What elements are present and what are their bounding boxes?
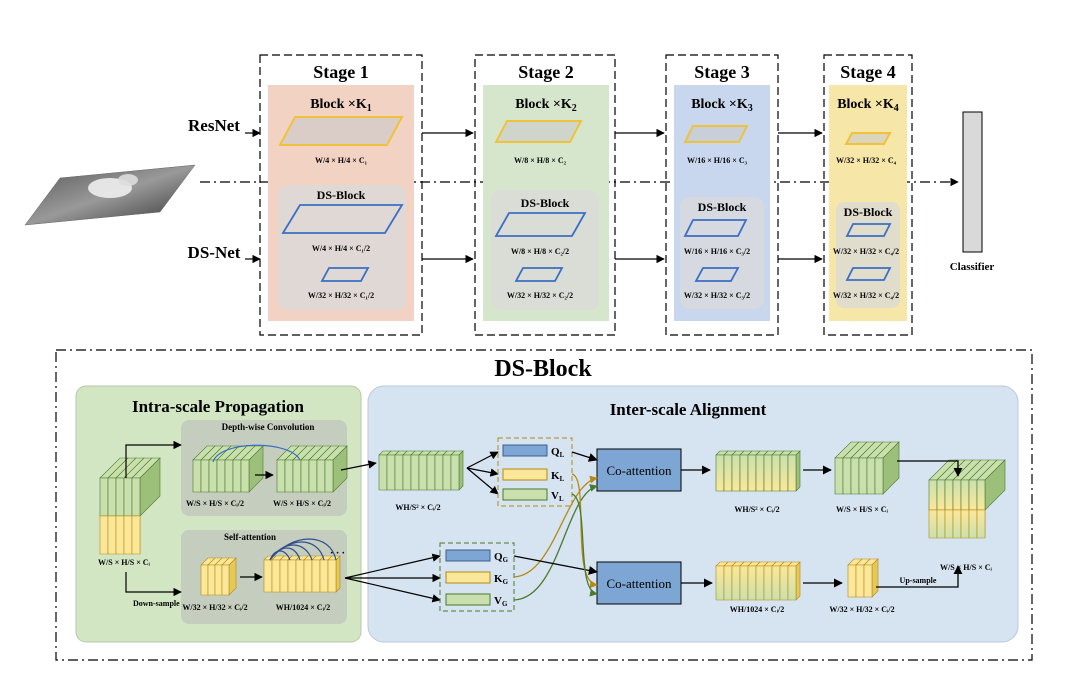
dw-conv-curve xyxy=(212,444,301,463)
stage-4-ds-dims-1: W/32 × H/32 × C₄/2 xyxy=(833,247,899,256)
resnet-label: ResNet xyxy=(188,116,240,135)
self-attention-label: Self-attention xyxy=(224,532,276,542)
ql-label: QL xyxy=(551,446,565,459)
stage-1-resnet-featuremap xyxy=(278,116,404,146)
input-dims: W/S × H/S × Cᵢ xyxy=(98,558,150,567)
co-attention-top-label: Co-attention xyxy=(607,463,672,478)
inter-scale-title: Inter-scale Alignment xyxy=(610,400,767,419)
stage-4-resnet-dims: W/32 × H/32 × C₄ xyxy=(836,156,897,165)
co-attention-arrows xyxy=(513,451,963,601)
out-global-cube-dims: W/32 × H/32 × Cᵢ/2 xyxy=(829,605,894,614)
dw-tensor-2 xyxy=(276,445,348,493)
qg-label: QG xyxy=(494,551,509,564)
sa-tensor-1 xyxy=(200,557,237,596)
intra-arrows xyxy=(125,440,377,597)
up-sample-label: Up-sample xyxy=(900,576,937,585)
dw-dims-2: W/S × H/S × Cᵢ/2 xyxy=(273,499,331,508)
dw-dims-1: W/S × H/S × Cᵢ/2 xyxy=(186,499,244,508)
input-image xyxy=(24,164,196,226)
qkv-local-group: QL KL VL xyxy=(497,437,573,507)
stage-1-ds-featuremap-1 xyxy=(281,204,404,234)
stage-1-resnet-dims: W/4 × H/4 × C₁ xyxy=(315,156,368,165)
out-global-cube-tensor xyxy=(847,558,879,598)
self-attention-arcs xyxy=(269,538,337,561)
stage-3-resnet-dims: W/16 × H/16 × C₃ xyxy=(687,156,748,165)
stage-3: Stage 3 Block ×K3 W/16 × H/16 × C₃ DS-Bl… xyxy=(665,54,779,336)
co-attention-top xyxy=(596,448,682,492)
dsnet-label: DS-Net xyxy=(188,243,241,262)
local-fan-arrows xyxy=(466,451,499,495)
stage-4: Stage 4 Block ×K4 W/32 × H/32 × C₄ DS-Bl… xyxy=(823,54,913,336)
out-local-cube-dims: W/S × H/S × Cᵢ xyxy=(836,505,888,514)
out-local-cube-tensor xyxy=(834,441,900,495)
stage-1-ds-dims-1: W/4 × H/4 × C₁/2 xyxy=(312,244,370,253)
stage-2: Stage 2 Block ×K2 W/8 × H/8 × C₂ DS-Bloc… xyxy=(474,54,616,336)
stage-3-ds-featuremap-2 xyxy=(694,267,740,282)
flat-dims: WH/S² × Cᵢ/2 xyxy=(395,503,440,512)
vg-label: VG xyxy=(494,595,508,608)
stage-1-title: Stage 1 xyxy=(313,62,369,82)
vl-label: VL xyxy=(551,490,564,503)
stage-2-ds-featuremap-2 xyxy=(514,267,564,282)
stage-1-ds-featuremap-2 xyxy=(320,267,370,282)
stage-4-ds-featuremap-2 xyxy=(845,267,892,281)
sa-tensor-2 xyxy=(263,555,341,593)
flat-local-tensor xyxy=(378,450,464,491)
stage-4-ds-dims-2: W/32 × H/32 × C₄/2 xyxy=(833,291,899,300)
stage-3-block-label: Block ×K3 xyxy=(691,97,753,114)
self-attention-ellipsis: · · · xyxy=(330,548,345,559)
out-final-dims: W/S × H/S × Cᵢ xyxy=(940,563,992,572)
out-global-flat-tensor xyxy=(715,561,801,601)
stage-4-dsblock-label: DS-Block xyxy=(844,205,893,219)
classifier-box xyxy=(962,111,983,253)
stage-2-block-label: Block ×K2 xyxy=(515,97,577,114)
sa-dims-2: WH/1024 × Cᵢ/2 xyxy=(276,603,330,612)
stage-1-block-label: Block ×K1 xyxy=(310,97,372,114)
stage-2-title: Stage 2 xyxy=(518,62,574,82)
stage-1: Stage 1 Block ×K1 W/4 × H/4 × C₁ DS-Bloc… xyxy=(259,54,423,336)
stage-2-resnet-dims: W/8 × H/8 × C₂ xyxy=(514,156,567,165)
stage-3-ds-dims-1: W/16 × H/16 × C₃/2 xyxy=(684,247,750,256)
dw-conv-label: Depth-wise Convolution xyxy=(222,422,315,432)
stage-1-dsblock-label: DS-Block xyxy=(317,188,366,202)
ds-block-frame xyxy=(55,349,1033,661)
classifier-label: Classifier xyxy=(950,261,995,273)
stage-4-ds-featuremap-1 xyxy=(845,223,892,237)
co-attention-bottom-label: Co-attention xyxy=(607,576,672,591)
out-global-flat-dims: WH/1024 × Cᵢ/2 xyxy=(730,605,784,614)
stage-4-title: Stage 4 xyxy=(840,62,896,82)
ds-block-title: DS-Block xyxy=(494,356,592,382)
stage-3-ds-featuremap-1 xyxy=(683,219,748,237)
stage-3-resnet-featuremap xyxy=(683,125,749,143)
stage-2-ds-dims-2: W/32 × H/32 × C₂/2 xyxy=(507,291,573,300)
stage-2-ds-featuremap-1 xyxy=(494,212,587,237)
stage-arrows xyxy=(245,128,823,264)
kg-label: KG xyxy=(494,573,509,586)
global-fan-arrows xyxy=(344,553,441,603)
out-local-flat-dims: WH/S² × Cᵢ/2 xyxy=(734,505,779,514)
stage-4-resnet-featuremap xyxy=(844,132,892,145)
stage-1-ds-dims-2: W/32 × H/32 × C₁/2 xyxy=(308,291,374,300)
stage-3-dsblock-label: DS-Block xyxy=(698,200,747,214)
intra-scale-title: Intra-scale Propagation xyxy=(132,397,305,416)
kl-label: KL xyxy=(551,470,565,483)
qkv-global-group: QG KG VG xyxy=(439,542,515,612)
sa-dims-1: W/32 × H/32 × Cᵢ/2 xyxy=(182,603,247,612)
out-local-flat-tensor xyxy=(715,450,801,492)
stage-3-ds-dims-2: W/32 × H/32 × C₃/2 xyxy=(684,291,750,300)
stage-4-block-label: Block ×K4 xyxy=(837,97,899,114)
feature-tensors xyxy=(99,441,1006,601)
stage-3-title: Stage 3 xyxy=(694,62,750,82)
stage-2-dsblock-label: DS-Block xyxy=(521,196,570,210)
stage-2-resnet-featuremap xyxy=(494,120,583,143)
down-sample-label: Down-sample xyxy=(133,599,180,608)
final-tensor-bottom xyxy=(928,509,986,539)
dw-tensor-1 xyxy=(192,445,264,493)
stage-2-ds-dims-1: W/8 × H/8 × C₂/2 xyxy=(511,247,569,256)
input-tensor-yellow xyxy=(99,515,141,555)
